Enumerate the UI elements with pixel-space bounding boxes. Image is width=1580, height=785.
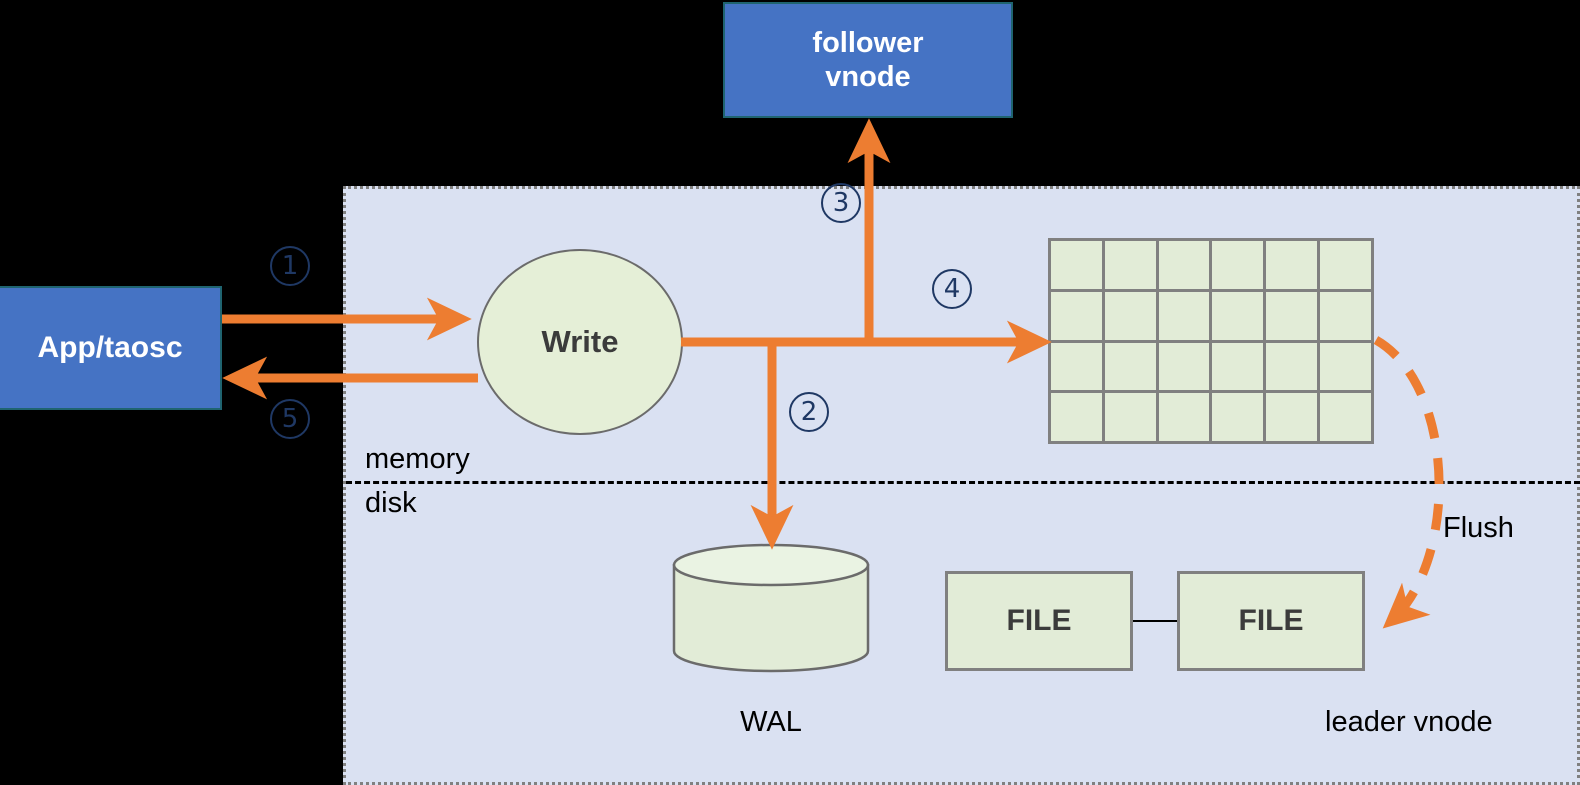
memtable-cell <box>1212 342 1267 394</box>
wal-cylinder-shape <box>672 543 870 673</box>
wal-label: WAL <box>740 706 802 738</box>
memtable-cell <box>1158 393 1213 444</box>
memtable-cell <box>1158 291 1213 343</box>
step-number-1: 1 <box>270 246 310 286</box>
follower-line-2: vnode <box>825 61 911 93</box>
memtable-cell <box>1104 241 1159 292</box>
disk-label: disk <box>365 487 417 519</box>
memory-disk-divider <box>346 481 1580 484</box>
step-number-2: 2 <box>789 392 829 432</box>
write-node: Write <box>477 249 683 435</box>
wal-cylinder <box>672 543 870 673</box>
memtable-cell <box>1320 393 1374 444</box>
memtable-cell <box>1104 291 1159 343</box>
memtable-cell <box>1266 342 1321 394</box>
follower-line-1: follower <box>812 26 924 59</box>
memtable-cell <box>1212 393 1267 444</box>
app-taosc-box: App/taosc <box>0 286 222 410</box>
memtable-cell <box>1158 241 1213 292</box>
memtable-grid <box>1048 238 1374 444</box>
memtable-cell <box>1266 241 1321 292</box>
memtable-cell <box>1320 291 1374 343</box>
memtable-cell <box>1104 393 1159 444</box>
memtable-cell <box>1158 342 1213 394</box>
memtable-cell <box>1051 393 1105 444</box>
step-number-5: 5 <box>270 399 310 439</box>
flush-label: Flush <box>1443 512 1514 544</box>
memtable-cell <box>1266 291 1321 343</box>
memtable-cell <box>1104 342 1159 394</box>
step-number-3: 3 <box>821 183 861 223</box>
memtable-cell <box>1212 291 1267 343</box>
memtable-cell <box>1051 241 1105 292</box>
step-number-4: 4 <box>932 269 972 309</box>
follower-vnode-box: follower vnode <box>723 2 1013 118</box>
memtable-cell <box>1266 393 1321 444</box>
file-box-1: FILE <box>945 571 1133 671</box>
file-connector-line <box>1133 620 1177 622</box>
memtable-cell <box>1212 241 1267 292</box>
memtable-cell <box>1320 342 1374 394</box>
memtable-cell <box>1320 241 1374 292</box>
leader-vnode-label: leader vnode <box>1325 706 1493 738</box>
follower-vnode-label: follower vnode <box>812 26 923 94</box>
memtable-cell <box>1051 342 1105 394</box>
memtable-cell <box>1051 291 1105 343</box>
memory-label: memory <box>365 443 470 475</box>
file-box-2: FILE <box>1177 571 1365 671</box>
